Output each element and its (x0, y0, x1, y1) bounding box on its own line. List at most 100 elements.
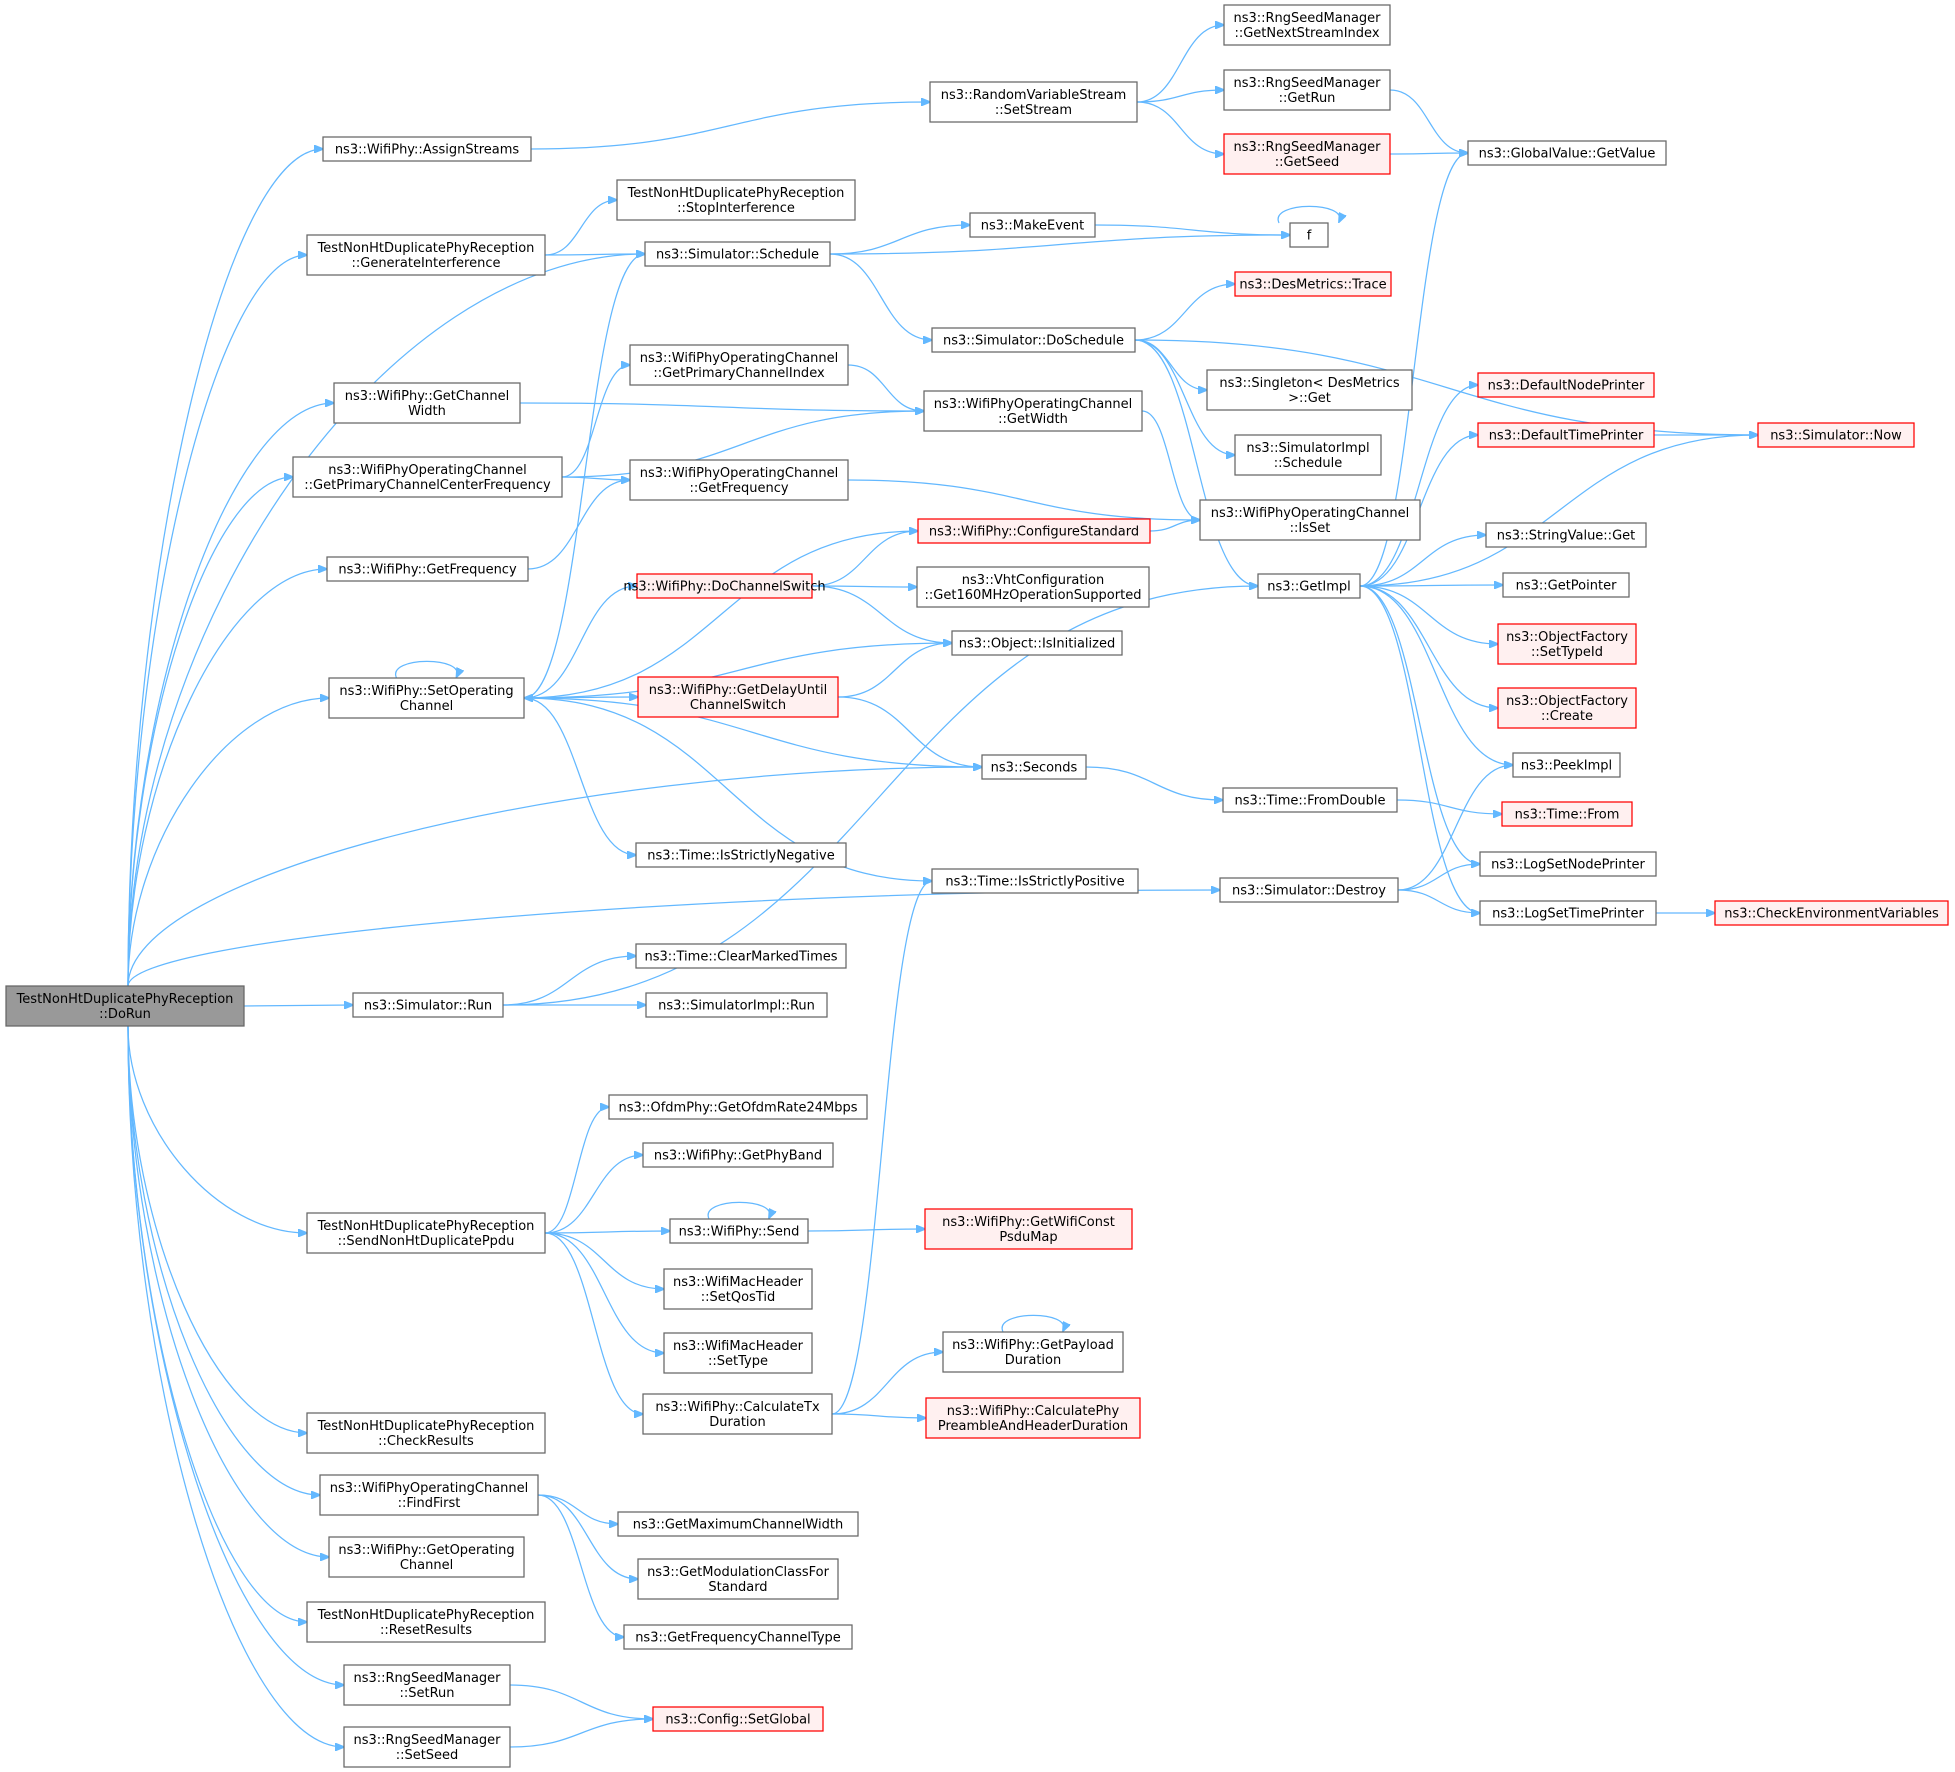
node-make-event[interactable]: ns3::MakeEvent (969, 212, 1096, 238)
node-label: ns3::WifiPhy::GetChannel (345, 389, 510, 404)
node-label: ::Schedule (1274, 456, 1343, 471)
node-rng-set-run[interactable]: ns3::RngSeedManager::SetRun (343, 1664, 511, 1706)
node-default-time-printer[interactable]: ns3::DefaultTimePrinter (1477, 422, 1655, 448)
node-generate-interference[interactable]: TestNonHtDuplicatePhyReception::Generate… (306, 234, 546, 276)
node-wp-get-frequency[interactable]: ns3::WifiPhy::GetFrequency (326, 556, 529, 582)
node-calc-preamble[interactable]: ns3::WifiPhy::CalculatePhyPreambleAndHea… (925, 1397, 1141, 1439)
node-get-primary-center-freq[interactable]: ns3::WifiPhyOperatingChannel::GetPrimary… (292, 456, 563, 498)
node-label: ns3::WifiPhy::AssignStreams (335, 143, 520, 158)
node-find-first[interactable]: ns3::WifiPhyOperatingChannel::FindFirst (319, 1474, 539, 1516)
node-label: ns3::RngSeedManager (1233, 11, 1381, 26)
edge-do-schedule-to-des-trace (1134, 284, 1235, 341)
node-singleton-get[interactable]: ns3::Singleton< DesMetrics>::Get (1206, 369, 1413, 411)
node-get-freq-channel-type[interactable]: ns3::GetFrequencyChannelType (623, 1624, 853, 1650)
node-rng-next-stream[interactable]: ns3::RngSeedManager::GetNextStreamIndex (1223, 4, 1391, 46)
node-do-schedule[interactable]: ns3::Simulator::DoSchedule (931, 327, 1136, 353)
edge-woc-get-width-to-woc-is-set (1141, 410, 1200, 520)
node-box (1223, 133, 1391, 175)
node-des-trace[interactable]: ns3::DesMetrics::Trace (1234, 271, 1392, 297)
node-schedule[interactable]: ns3::Simulator::Schedule (644, 241, 831, 267)
node-global-get-value[interactable]: ns3::GlobalValue::GetValue (1467, 140, 1667, 166)
node-impl-schedule[interactable]: ns3::SimulatorImpl::Schedule (1234, 434, 1382, 476)
node-is-initialized[interactable]: ns3::Object::IsInitialized (951, 630, 1123, 656)
node-rng-get-run[interactable]: ns3::RngSeedManager::GetRun (1223, 69, 1391, 111)
node-label: ::SetQosTid (701, 1290, 775, 1305)
node-of-set-type-id[interactable]: ns3::ObjectFactory::SetTypeId (1497, 623, 1637, 665)
node-seconds[interactable]: ns3::Seconds (981, 754, 1087, 780)
edge-set-operating-channel-to-do-channel-switch (523, 586, 637, 699)
node-box (306, 234, 546, 276)
node-get-primary-index[interactable]: ns3::WifiPhyOperatingChannel::GetPrimary… (629, 344, 849, 386)
node-box (1467, 140, 1667, 166)
node-get-phy-band[interactable]: ns3::WifiPhy::GetPhyBand (642, 1142, 834, 1168)
node-do-channel-switch[interactable]: ns3::WifiPhy::DoChannelSwitch (623, 573, 826, 599)
node-sim-destroy[interactable]: ns3::Simulator::Destroy (1219, 877, 1399, 903)
edge-schedule-to-make-event (829, 225, 970, 255)
node-sim-now[interactable]: ns3::Simulator::Now (1757, 422, 1915, 448)
node-set-type[interactable]: ns3::WifiMacHeader::SetType (663, 1332, 813, 1374)
node-default-node-printer[interactable]: ns3::DefaultNodePrinter (1477, 372, 1655, 398)
node-box (929, 81, 1138, 123)
node-get-impl[interactable]: ns3::GetImpl (1257, 573, 1361, 599)
edge-root-to-assign-streams (127, 149, 323, 987)
node-label: ns3::GetFrequencyChannelType (635, 1631, 841, 1646)
node-check-results[interactable]: TestNonHtDuplicatePhyReception::CheckRes… (306, 1412, 546, 1454)
edge-root-to-rng-set-run (127, 1025, 344, 1685)
node-is-strictly-negative[interactable]: ns3::Time::IsStrictlyNegative (635, 842, 847, 868)
edge-get-channel-width-to-woc-get-width (519, 402, 924, 411)
node-box (343, 1664, 511, 1706)
node-rng-get-seed[interactable]: ns3::RngSeedManager::GetSeed (1223, 133, 1391, 175)
node-log-set-time-printer[interactable]: ns3::LogSetTimePrinter (1479, 900, 1657, 926)
node-wifi-send[interactable]: ns3::WifiPhy::Send (669, 1218, 809, 1244)
node-log-set-node-printer[interactable]: ns3::LogSetNodePrinter (1479, 851, 1657, 877)
edge-get-impl-to-log-set-time-printer (1359, 585, 1480, 913)
node-peek-impl[interactable]: ns3::PeekImpl (1512, 752, 1621, 778)
node-woc-get-frequency[interactable]: ns3::WifiPhyOperatingChannel::GetFrequen… (629, 459, 849, 501)
node-of-create[interactable]: ns3::ObjectFactory::Create (1497, 687, 1637, 729)
node-time-from-double[interactable]: ns3::Time::FromDouble (1222, 787, 1398, 813)
node-box (608, 1094, 868, 1120)
node-box (1219, 877, 1399, 903)
node-get-pointer[interactable]: ns3::GetPointer (1502, 572, 1630, 598)
node-set-qos-tid[interactable]: ns3::WifiMacHeader::SetQosTid (663, 1268, 813, 1310)
node-get-ofdm-rate[interactable]: ns3::OfdmPhy::GetOfdmRate24Mbps (608, 1094, 868, 1120)
node-send-non-ht-dup[interactable]: TestNonHtDuplicatePhyReception::SendNonH… (306, 1212, 546, 1254)
node-assign-streams[interactable]: ns3::WifiPhy::AssignStreams (322, 136, 532, 162)
edge-wifi-send-to-wifi-send (707, 1201, 770, 1219)
node-box (1479, 851, 1657, 877)
edge-sim-destroy-to-peek-impl (1397, 765, 1513, 891)
node-woc-is-set[interactable]: ns3::WifiPhyOperatingChannel::IsSet (1199, 499, 1421, 541)
node-box (942, 1331, 1124, 1373)
node-is-strictly-positive[interactable]: ns3::Time::IsStrictlyPositive (931, 868, 1139, 894)
node-woc-get-width[interactable]: ns3::WifiPhyOperatingChannel::GetWidth (923, 390, 1143, 432)
node-label: >::Get (1288, 391, 1331, 406)
node-check-env[interactable]: ns3::CheckEnvironmentVariables (1714, 900, 1949, 926)
node-f[interactable]: f (1289, 222, 1329, 248)
node-label: ns3::WifiPhyOperatingChannel (934, 397, 1133, 412)
node-vht-get160[interactable]: ns3::VhtConfiguration::Get160MHzOperatio… (916, 566, 1150, 608)
node-impl-run[interactable]: ns3::SimulatorImpl::Run (645, 992, 828, 1018)
node-stop-interference[interactable]: TestNonHtDuplicatePhyReception::StopInte… (616, 179, 856, 221)
edge-wp-get-frequency-to-woc-get-frequency (527, 480, 630, 570)
node-get-max-channel-width[interactable]: ns3::GetMaximumChannelWidth (617, 1511, 859, 1537)
node-configure-standard[interactable]: ns3::WifiPhy::ConfigureStandard (917, 518, 1151, 544)
node-sim-run[interactable]: ns3::Simulator::Run (352, 992, 504, 1018)
node-clear-marked-times[interactable]: ns3::Time::ClearMarkedTimes (635, 943, 847, 969)
node-string-value-get[interactable]: ns3::StringValue::Get (1485, 522, 1647, 548)
node-reset-results[interactable]: TestNonHtDuplicatePhyReception::ResetRes… (306, 1601, 546, 1643)
node-time-from[interactable]: ns3::Time::From (1501, 801, 1633, 827)
node-box (629, 344, 849, 386)
node-label: ::SetRun (399, 1686, 454, 1701)
node-rvs-set-stream[interactable]: ns3::RandomVariableStream::SetStream (929, 81, 1138, 123)
node-rng-set-seed[interactable]: ns3::RngSeedManager::SetSeed (343, 1726, 511, 1768)
node-config-set-global[interactable]: ns3::Config::SetGlobal (652, 1706, 824, 1732)
node-root[interactable]: TestNonHtDuplicatePhyReception::DoRun (5, 985, 245, 1027)
